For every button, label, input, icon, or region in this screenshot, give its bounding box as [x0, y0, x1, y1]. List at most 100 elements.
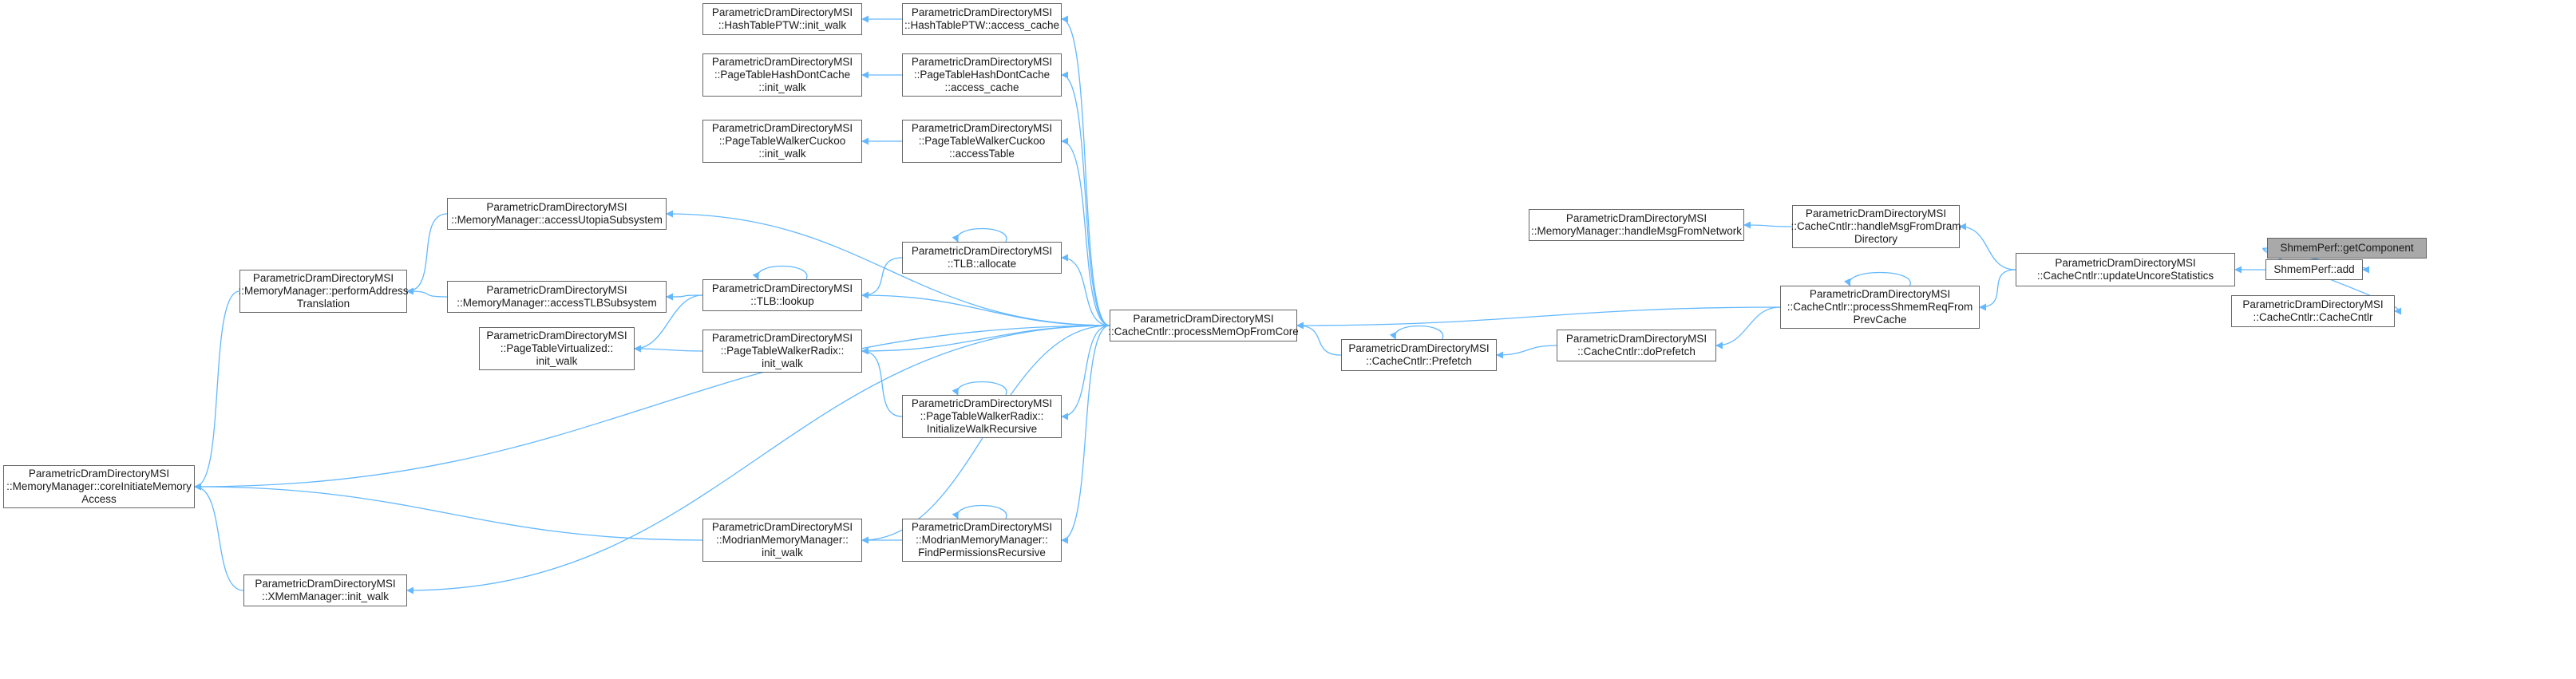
node-label-line: ParametricDramDirectoryMSI: [711, 332, 853, 344]
edge-processShmemReq-to-processShmemReq: [1844, 271, 1911, 286]
node-label-line: ParametricDramDirectoryMSI: [2242, 298, 2384, 310]
edge-modrianFindPerm-to-processMemOp: [1061, 325, 1110, 544]
node-label-line: ::ModrianMemoryManager::: [716, 534, 849, 546]
graph-node-update-uncore[interactable]: ParametricDramDirectoryMSI::CacheCntlr::…: [2016, 253, 2235, 286]
graph-node-access-utopia[interactable]: ParametricDramDirectoryMSI::MemoryManage…: [447, 198, 667, 230]
node-label-line: init_walk: [762, 357, 803, 369]
edge-coreInitiate-to-performAddr: [194, 290, 240, 491]
graph-node-process-shmem-req[interactable]: ParametricDramDirectoryMSI::CacheCntlr::…: [1780, 286, 1980, 329]
node-label-line: ::MemoryManager::accessUtopiaSubsystem: [451, 214, 663, 226]
node-label-line: Directory: [1854, 233, 1897, 245]
edge-ptvInitWalk-to-tlbLookup: [634, 294, 703, 353]
edge-radixInitRec-to-radixInitRec: [952, 381, 1007, 396]
node-label-line: ParametricDramDirectoryMSI: [486, 201, 627, 213]
graph-node-mm-handle-msg[interactable]: ParametricDramDirectoryMSI::MemoryManage…: [1529, 209, 1744, 241]
node-label-line: ParametricDramDirectoryMSI: [2055, 257, 2196, 269]
node-label-line: ParametricDramDirectoryMSI: [911, 122, 1053, 134]
node-label-line: ParametricDramDirectoryMSI: [1565, 333, 1707, 345]
graph-node-ptv-init-walk[interactable]: ParametricDramDirectoryMSI::PageTableVir…: [479, 327, 635, 370]
node-label-line: init_walk: [762, 547, 803, 559]
edge-radixInitRec-to-processMemOp: [1061, 325, 1110, 420]
node-label-line: FindPermissionsRecursive: [918, 547, 1046, 559]
graph-node-add[interactable]: ShmemPerf::add: [2265, 259, 2363, 280]
node-label-line: ::init_walk: [758, 81, 806, 93]
node-label-line: ::PageTableWalkerCuckoo: [718, 135, 846, 147]
graph-node-radix-init-rec[interactable]: ParametricDramDirectoryMSI::PageTableWal…: [902, 395, 1062, 438]
graph-node-do-prefetch[interactable]: ParametricDramDirectoryMSI::CacheCntlr::…: [1557, 330, 1716, 361]
graph-node-prefetch[interactable]: ParametricDramDirectoryMSI::CacheCntlr::…: [1341, 339, 1497, 371]
edge-radixInitWalk-to-radixInitRec: [861, 347, 903, 417]
node-label-line: InitializeWalkRecursive: [926, 423, 1038, 435]
edge-tlbLookup-to-processMemOp: [861, 291, 1110, 326]
node-label-line: ParametricDramDirectoryMSI: [1805, 207, 1947, 219]
node-label-line: ParametricDramDirectoryMSI: [1565, 212, 1707, 224]
node-label-line: ::TLB::lookup: [750, 295, 814, 307]
node-label-line: ::MemoryManager::coreInitiateMemory: [6, 480, 192, 492]
graph-node-get-component: ShmemPerf::getComponent: [2267, 238, 2427, 259]
edge-xmemInitWalk-to-processMemOp: [406, 325, 1110, 594]
graph-node-access-t-l-b[interactable]: ParametricDramDirectoryMSI::MemoryManage…: [447, 281, 667, 313]
node-label-line: ::CacheCntlr::CacheCntlr: [2253, 311, 2373, 323]
node-label-line: ::PageTableWalkerRadix::: [720, 345, 845, 357]
graph-node-process-mem-op[interactable]: ParametricDramDirectoryMSI::CacheCntlr::…: [1108, 310, 1299, 341]
edge-tlbLookup-to-tlbLookup: [752, 265, 808, 280]
node-label-line: ParametricDramDirectoryMSI: [252, 272, 394, 284]
node-label-line: ::init_walk: [758, 148, 806, 160]
edge-modrianFindPerm-to-modrianFindPerm: [952, 504, 1007, 519]
graph-node-modrian-init-walk[interactable]: ParametricDramDirectoryMSI::ModrianMemor…: [702, 519, 862, 562]
graph-node-ptwc-access-table[interactable]: ParametricDramDirectoryMSI::PageTableWal…: [902, 120, 1062, 163]
node-label-line: Access: [81, 493, 117, 505]
node-label-line: init_walk: [536, 355, 578, 367]
node-label-line: ::accessTable: [949, 148, 1015, 160]
graph-node-pthdc-init-walk[interactable]: ParametricDramDirectoryMSI::PageTableHas…: [702, 53, 862, 97]
node-label-line: ParametricDramDirectoryMSI: [1133, 313, 1274, 325]
node-label-line: ParametricDramDirectoryMSI: [711, 56, 853, 68]
edge-performAddr-to-accessTLB: [406, 287, 448, 298]
node-label-line: Translation: [296, 298, 350, 310]
edge-coreInitiate-to-modrianInitWalk: [194, 483, 703, 541]
node-label-line: ParametricDramDirectoryMSI: [711, 6, 853, 18]
node-label-line: ParametricDramDirectoryMSI: [711, 122, 853, 134]
node-label-line: ::CacheCntlr::Prefetch: [1366, 355, 1472, 367]
node-label-line: ::MemoryManager::performAddress: [238, 285, 409, 297]
graph-node-radix-init-walk[interactable]: ParametricDramDirectoryMSI::PageTableWal…: [702, 330, 862, 373]
edge-doPrefetch-to-processShmemReq: [1715, 306, 1781, 349]
graph-node-cache-cntlr-ctor[interactable]: ParametricDramDirectoryMSI::CacheCntlr::…: [2231, 295, 2395, 327]
graph-node-tlb-lookup[interactable]: ParametricDramDirectoryMSI::TLB::lookup: [702, 279, 862, 311]
graph-node-core-initiate[interactable]: ParametricDramDirectoryMSI::MemoryManage…: [3, 465, 195, 508]
node-label-line: ParametricDramDirectoryMSI: [911, 397, 1053, 409]
edge-tlbAllocate-to-tlbAllocate: [952, 227, 1007, 243]
edge-coreInitiate-to-processMemOp: [194, 325, 1110, 491]
edge-ptwcAccessTable-to-processMemOp: [1061, 137, 1110, 326]
edge-prefetch-to-prefetch: [1389, 325, 1444, 340]
node-label-line: ParametricDramDirectoryMSI: [711, 521, 853, 533]
node-label-line: ParametricDramDirectoryMSI: [28, 468, 170, 480]
graph-node-tlb-allocate[interactable]: ParametricDramDirectoryMSI::TLB::allocat…: [902, 242, 1062, 274]
node-label-line: ::HashTablePTW::init_walk: [718, 19, 847, 31]
edge-processMemOp-to-prefetch: [1296, 322, 1342, 356]
node-label-line: ::CacheCntlr::handleMsgFromDram: [1791, 220, 1961, 232]
graph-node-xmem-init-walk[interactable]: ParametricDramDirectoryMSI::XMemManager:…: [243, 574, 407, 606]
node-label-line: ParametricDramDirectoryMSI: [911, 521, 1053, 533]
graph-node-handle-msg-from-dram[interactable]: ParametricDramDirectoryMSI::CacheCntlr::…: [1791, 205, 1961, 248]
graph-node-ht-access-cache[interactable]: ParametricDramDirectoryMSI::HashTablePTW…: [902, 3, 1062, 35]
graph-node-perform-addr[interactable]: ParametricDramDirectoryMSI::MemoryManage…: [238, 270, 409, 313]
graph-node-ptwc-init-walk[interactable]: ParametricDramDirectoryMSI::PageTableWal…: [702, 120, 862, 163]
node-label-line: ::PageTableWalkerCuckoo: [918, 135, 1046, 147]
node-label-line: ::CacheCntlr::processShmemReqFrom: [1787, 301, 1973, 313]
edge-performAddr-to-accessUtopia: [406, 213, 448, 295]
edge-processMemOp-to-processShmemReq: [1296, 306, 1781, 330]
node-label-line: ::PageTableWalkerRadix::: [920, 410, 1044, 422]
edge-accessTLB-to-tlbLookup: [666, 293, 703, 301]
node-label-line: ParametricDramDirectoryMSI: [911, 56, 1053, 68]
edge-tlbLookup-to-tlbAllocate: [861, 257, 903, 299]
edge-ptvInitWalk-to-radixInitWalk: [634, 345, 703, 353]
graph-node-ht-init-walk[interactable]: ParametricDramDirectoryMSI::HashTablePTW…: [702, 3, 862, 35]
node-label-line: ::ModrianMemoryManager::: [916, 534, 1048, 546]
node-label-line: ::PageTableVirtualized::: [500, 342, 614, 354]
node-label-line: ::PageTableHashDontCache: [714, 69, 851, 81]
graph-node-pthdc-access-cache[interactable]: ParametricDramDirectoryMSI::PageTableHas…: [902, 53, 1062, 97]
node-label-line: ParametricDramDirectoryMSI: [711, 282, 853, 294]
graph-node-modrian-find-perm[interactable]: ParametricDramDirectoryMSI::ModrianMemor…: [902, 519, 1062, 562]
